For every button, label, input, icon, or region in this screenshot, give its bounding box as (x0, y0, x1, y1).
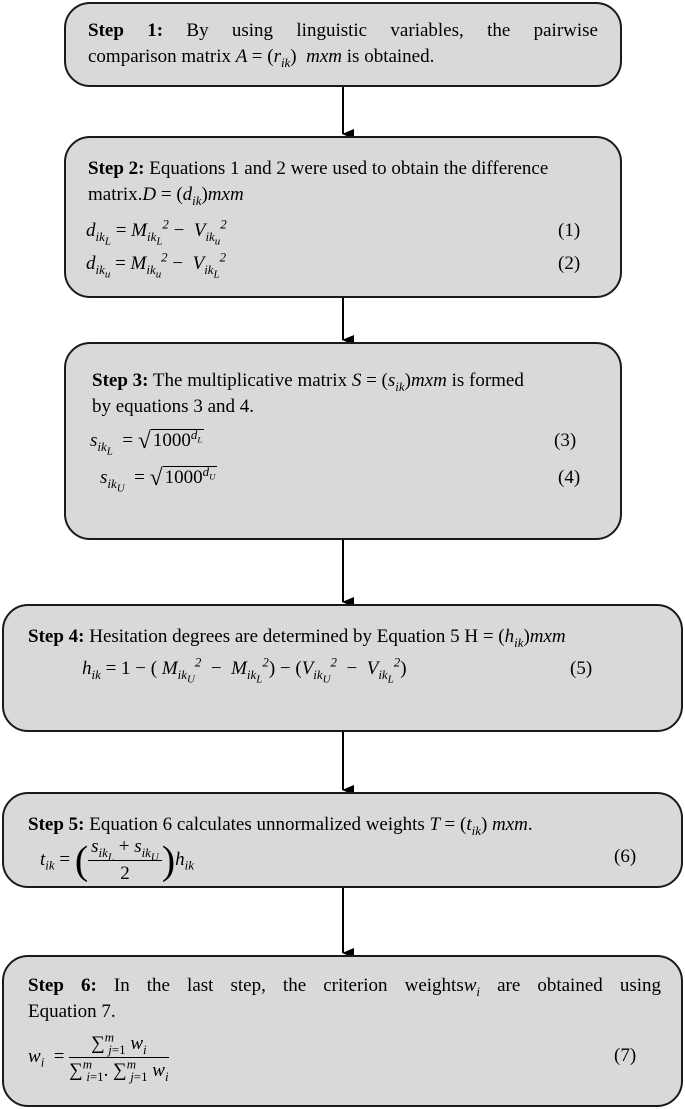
equation-4: sikU = √1000dU (100, 463, 218, 495)
equation-5-row: hik = 1 − ( MikU2 − MikL2) − (VikU2 − Vi… (4, 654, 681, 686)
equation-1-row: dikL = MikL2 − Viku2 (1) (66, 216, 620, 248)
equation-1-number: (1) (558, 220, 581, 241)
equation-3-row: sikL = √1000dL (3) (66, 426, 620, 458)
equation-3: sikL = √1000dL (90, 426, 205, 458)
step1-line1: Step 1: By using linguistic variables, t… (88, 20, 598, 41)
equation-7: wi = ∑mj=1 wi∑mi=1. ∑mj=1 wi (28, 1029, 169, 1084)
step5-label: Step 5: (28, 814, 85, 835)
equation-2-number: (2) (558, 253, 581, 274)
step2-matrix-formula: D = (dik)mxm (142, 184, 244, 208)
step1-line2: comparison matrix A = (rik) mxm is obtai… (88, 46, 435, 70)
step1-box: Step 1: By using linguistic variables, t… (64, 2, 622, 87)
step4-box: Step 4: Hesitation degrees are determine… (2, 604, 683, 732)
step3-label: Step 3: (92, 370, 149, 391)
step6-line2: Equation 7. (28, 1001, 116, 1022)
equation-7-number: (7) (614, 1045, 637, 1066)
step2-box: Step 2: Equations 1 and 2 were used to o… (64, 136, 622, 298)
equation-3-number: (3) (554, 430, 577, 451)
equation-2: diku = Miku2 − VikL2 (86, 249, 227, 281)
equation-1: dikL = MikL2 − Viku2 (86, 216, 227, 248)
step6-label: Step 6: (28, 975, 97, 996)
step4-label: Step 4: (28, 626, 85, 647)
step5-line1: Step 5: Equation 6 calculates unnormaliz… (28, 814, 533, 838)
step3-line2: by equations 3 and 4. (92, 396, 255, 417)
step3-line1: Step 3: The multiplicative matrix S = (s… (92, 370, 524, 394)
equation-4-row: sikU = √1000dU (4) (66, 463, 620, 495)
step3-box: Step 3: The multiplicative matrix S = (s… (64, 342, 622, 540)
step4-line1: Step 4: Hesitation degrees are determine… (28, 626, 566, 650)
step2-label: Step 2: (88, 158, 145, 179)
step6-box: Step 6: In the last step, the criterion … (2, 955, 683, 1107)
step3-matrix-formula: S = (sik)mxm (351, 370, 447, 394)
step1-matrix-formula: A = (rik) mxm (235, 46, 343, 70)
step4-matrix-formula: (hik)mxm (498, 626, 566, 650)
step5-box: Step 5: Equation 6 calculates unnormaliz… (2, 792, 683, 888)
equation-5: hik = 1 − ( MikU2 − MikL2) − (VikU2 − Vi… (82, 654, 407, 686)
step6-line1: Step 6: In the last step, the criterion … (28, 975, 662, 999)
equation-5-number: (5) (570, 658, 593, 679)
step6-weight-variable: wi (463, 975, 481, 999)
step5-matrix-formula: T = (tik) mxm. (429, 814, 533, 838)
equation-6-number: (6) (614, 846, 637, 867)
equation-2-row: diku = Miku2 − VikL2 (2) (66, 249, 620, 281)
step1-label: Step 1: (88, 20, 164, 41)
equation-7-row: wi = ∑mj=1 wi∑mi=1. ∑mj=1 wi (7) (4, 1031, 681, 1083)
step2-line1: Step 2: Equations 1 and 2 were used to o… (88, 158, 549, 179)
equation-4-number: (4) (558, 467, 581, 488)
step2-line2: matrix.D = (dik)mxm (88, 184, 244, 208)
